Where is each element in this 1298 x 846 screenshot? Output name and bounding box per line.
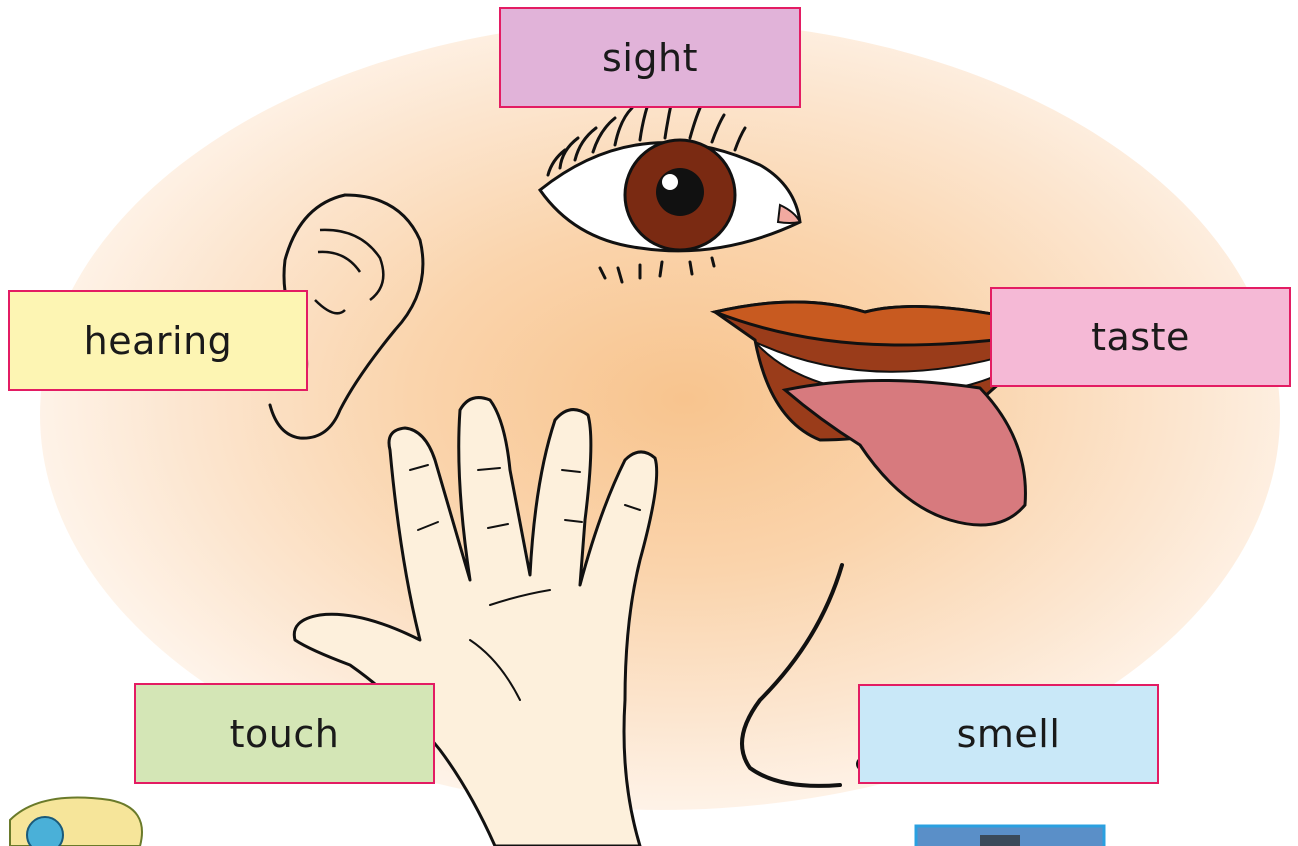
label-sight: sight (499, 7, 801, 108)
label-taste: taste (990, 287, 1291, 387)
photo-thumbnail (916, 826, 1104, 846)
label-smell: smell (858, 684, 1159, 784)
eye-icon (540, 98, 800, 282)
label-hearing: hearing (8, 290, 308, 391)
label-touch: touch (134, 683, 435, 784)
character-icon (10, 798, 142, 846)
